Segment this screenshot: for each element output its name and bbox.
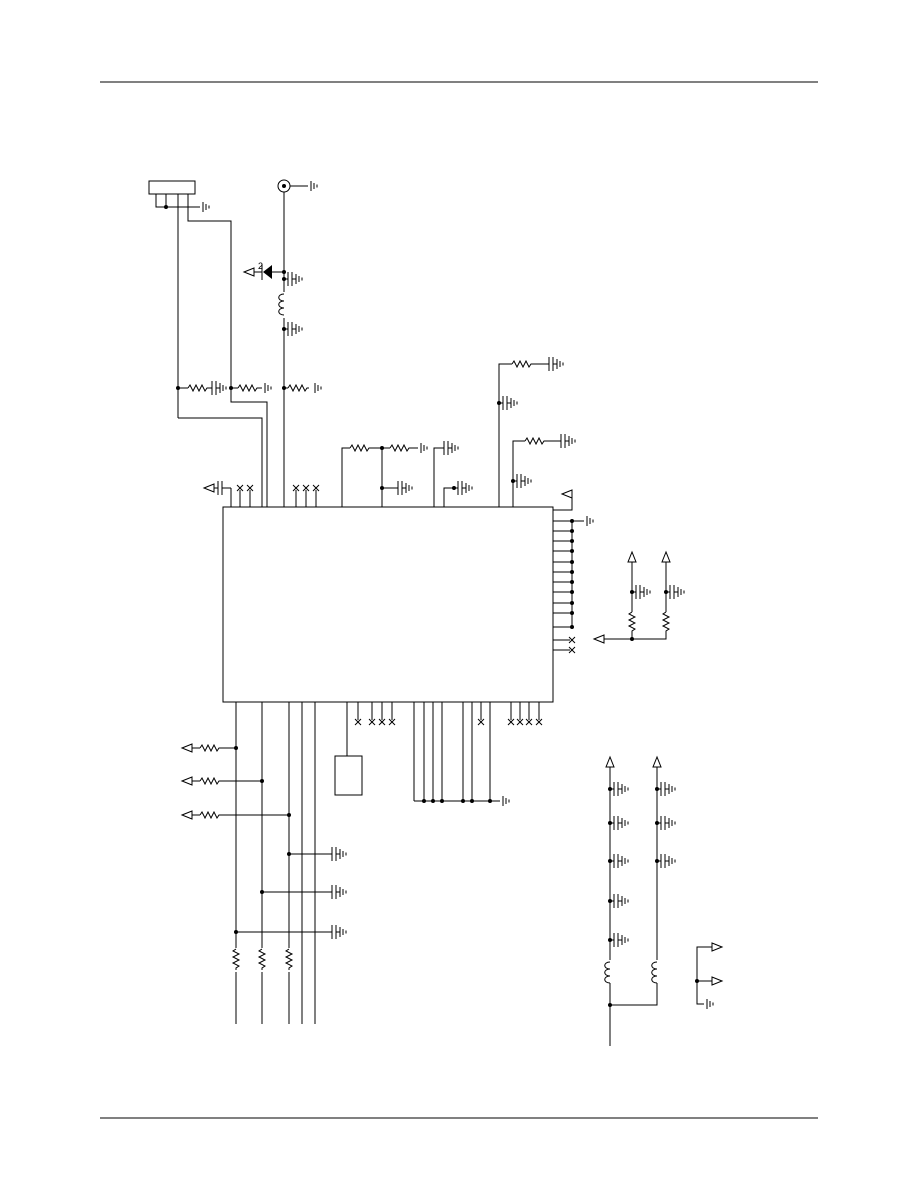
ic-bottom-pins bbox=[235, 702, 543, 1024]
inductor-coax bbox=[276, 292, 303, 337]
right-bias-network bbox=[593, 551, 685, 644]
bottom-left-network bbox=[181, 743, 347, 972]
output-flags bbox=[695, 942, 723, 1010]
crystal bbox=[334, 755, 363, 796]
pullup-resistors bbox=[176, 380, 322, 396]
main-ic bbox=[222, 506, 554, 703]
diode: 2 bbox=[243, 261, 303, 287]
decoupling-block bbox=[604, 756, 676, 1046]
top-right-network bbox=[497, 356, 576, 507]
connector-header bbox=[148, 180, 268, 507]
ic-right-pins bbox=[553, 489, 594, 654]
top-network bbox=[341, 440, 473, 507]
diode-pin-label: 2 bbox=[258, 261, 263, 271]
ic-top-left-pins bbox=[203, 481, 320, 507]
coax-jack bbox=[277, 179, 318, 507]
